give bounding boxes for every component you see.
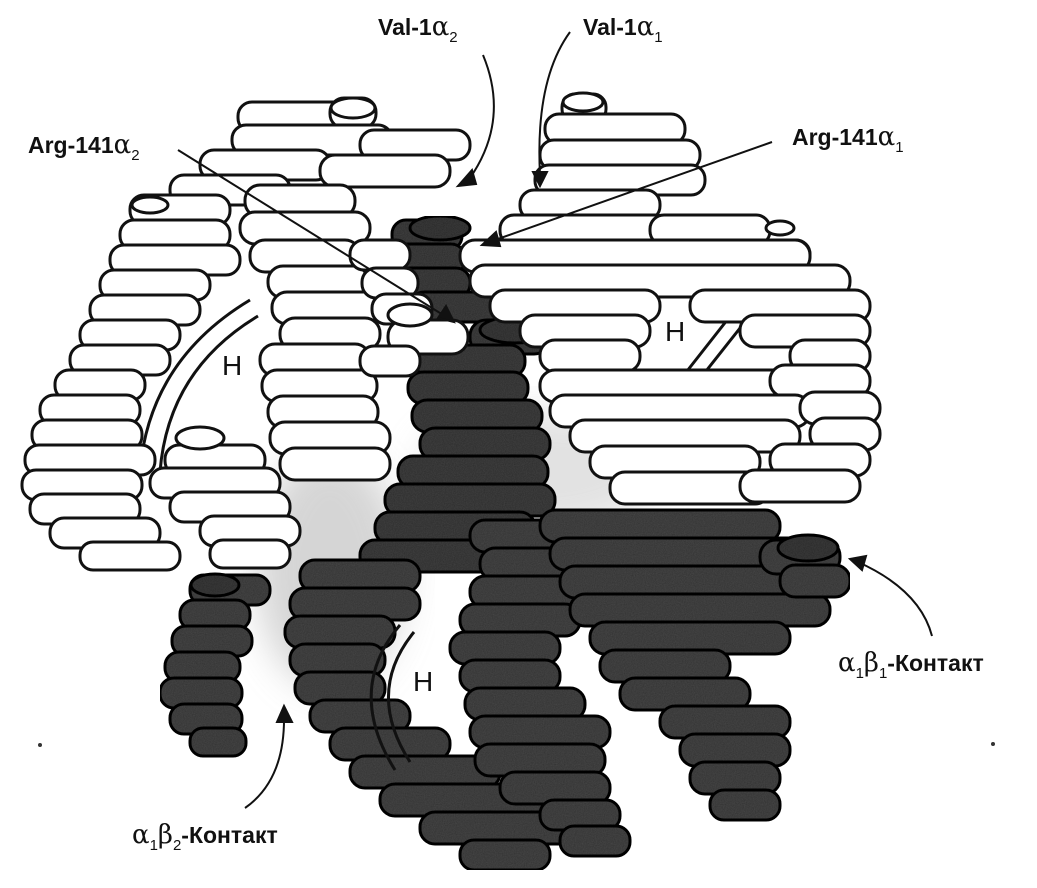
label-arg141-alpha2-sub: 2 <box>131 147 139 164</box>
label-contact-a1b1-sub2: 1 <box>879 665 887 682</box>
label-contact-a1b1-suffix: -Контакт <box>887 650 983 676</box>
arrowhead-val1-alpha2 <box>458 170 476 186</box>
label-val1-alpha2-greek: α <box>432 12 450 42</box>
arrowhead-contact-a1b2 <box>277 706 292 722</box>
label-val1-alpha1-sub: 1 <box>654 29 662 46</box>
label-contact-a1b1-greek1: α <box>838 648 856 678</box>
label-arg141-alpha2-greek: α <box>114 130 132 160</box>
label-val1-alpha1-greek: α <box>637 12 655 42</box>
label-arg141-alpha1-greek: α <box>878 122 896 152</box>
pointer-val1-alpha2 <box>470 55 494 178</box>
label-contact-a1b2-sub2: 2 <box>173 837 181 854</box>
label-contact-a1b2-sub1: 1 <box>150 837 158 854</box>
label-val1-alpha2-prefix: Val-1 <box>378 14 432 40</box>
heme-label-right: H <box>665 318 685 346</box>
heme-label-left: H <box>222 352 242 380</box>
label-val1-alpha2: Val-1α2 <box>378 14 458 40</box>
label-val1-alpha1-prefix: Val-1 <box>583 14 637 40</box>
label-arg141-alpha1-prefix: Arg-141 <box>792 124 878 150</box>
label-arg141-alpha1-sub: 1 <box>895 139 903 156</box>
label-contact-a1b2: α1β2-Контакт <box>132 822 278 848</box>
pointer-contact-a1b2 <box>245 716 284 808</box>
label-contact-a1b1: α1β1-Контакт <box>838 650 984 676</box>
label-arg141-alpha1: Arg-141α1 <box>792 124 904 150</box>
label-arg141-alpha2-prefix: Arg-141 <box>28 132 114 158</box>
label-val1-alpha2-sub: 2 <box>449 29 457 46</box>
heme-label-bottom: H <box>413 668 433 696</box>
arrowhead-contact-a1b1 <box>850 556 866 570</box>
label-contact-a1b2-greek1: α <box>132 820 150 850</box>
label-contact-a1b1-sub1: 1 <box>856 665 864 682</box>
label-contact-a1b2-suffix: -Контакт <box>181 822 277 848</box>
pointer-contact-a1b1 <box>858 562 932 636</box>
beta2-left-arm <box>160 575 270 756</box>
label-arg141-alpha2: Arg-141α2 <box>28 132 140 158</box>
label-contact-a1b1-greek2: β <box>864 648 879 678</box>
label-contact-a1b2-greek2: β <box>158 820 173 850</box>
label-val1-alpha1: Val-1α1 <box>583 14 663 40</box>
